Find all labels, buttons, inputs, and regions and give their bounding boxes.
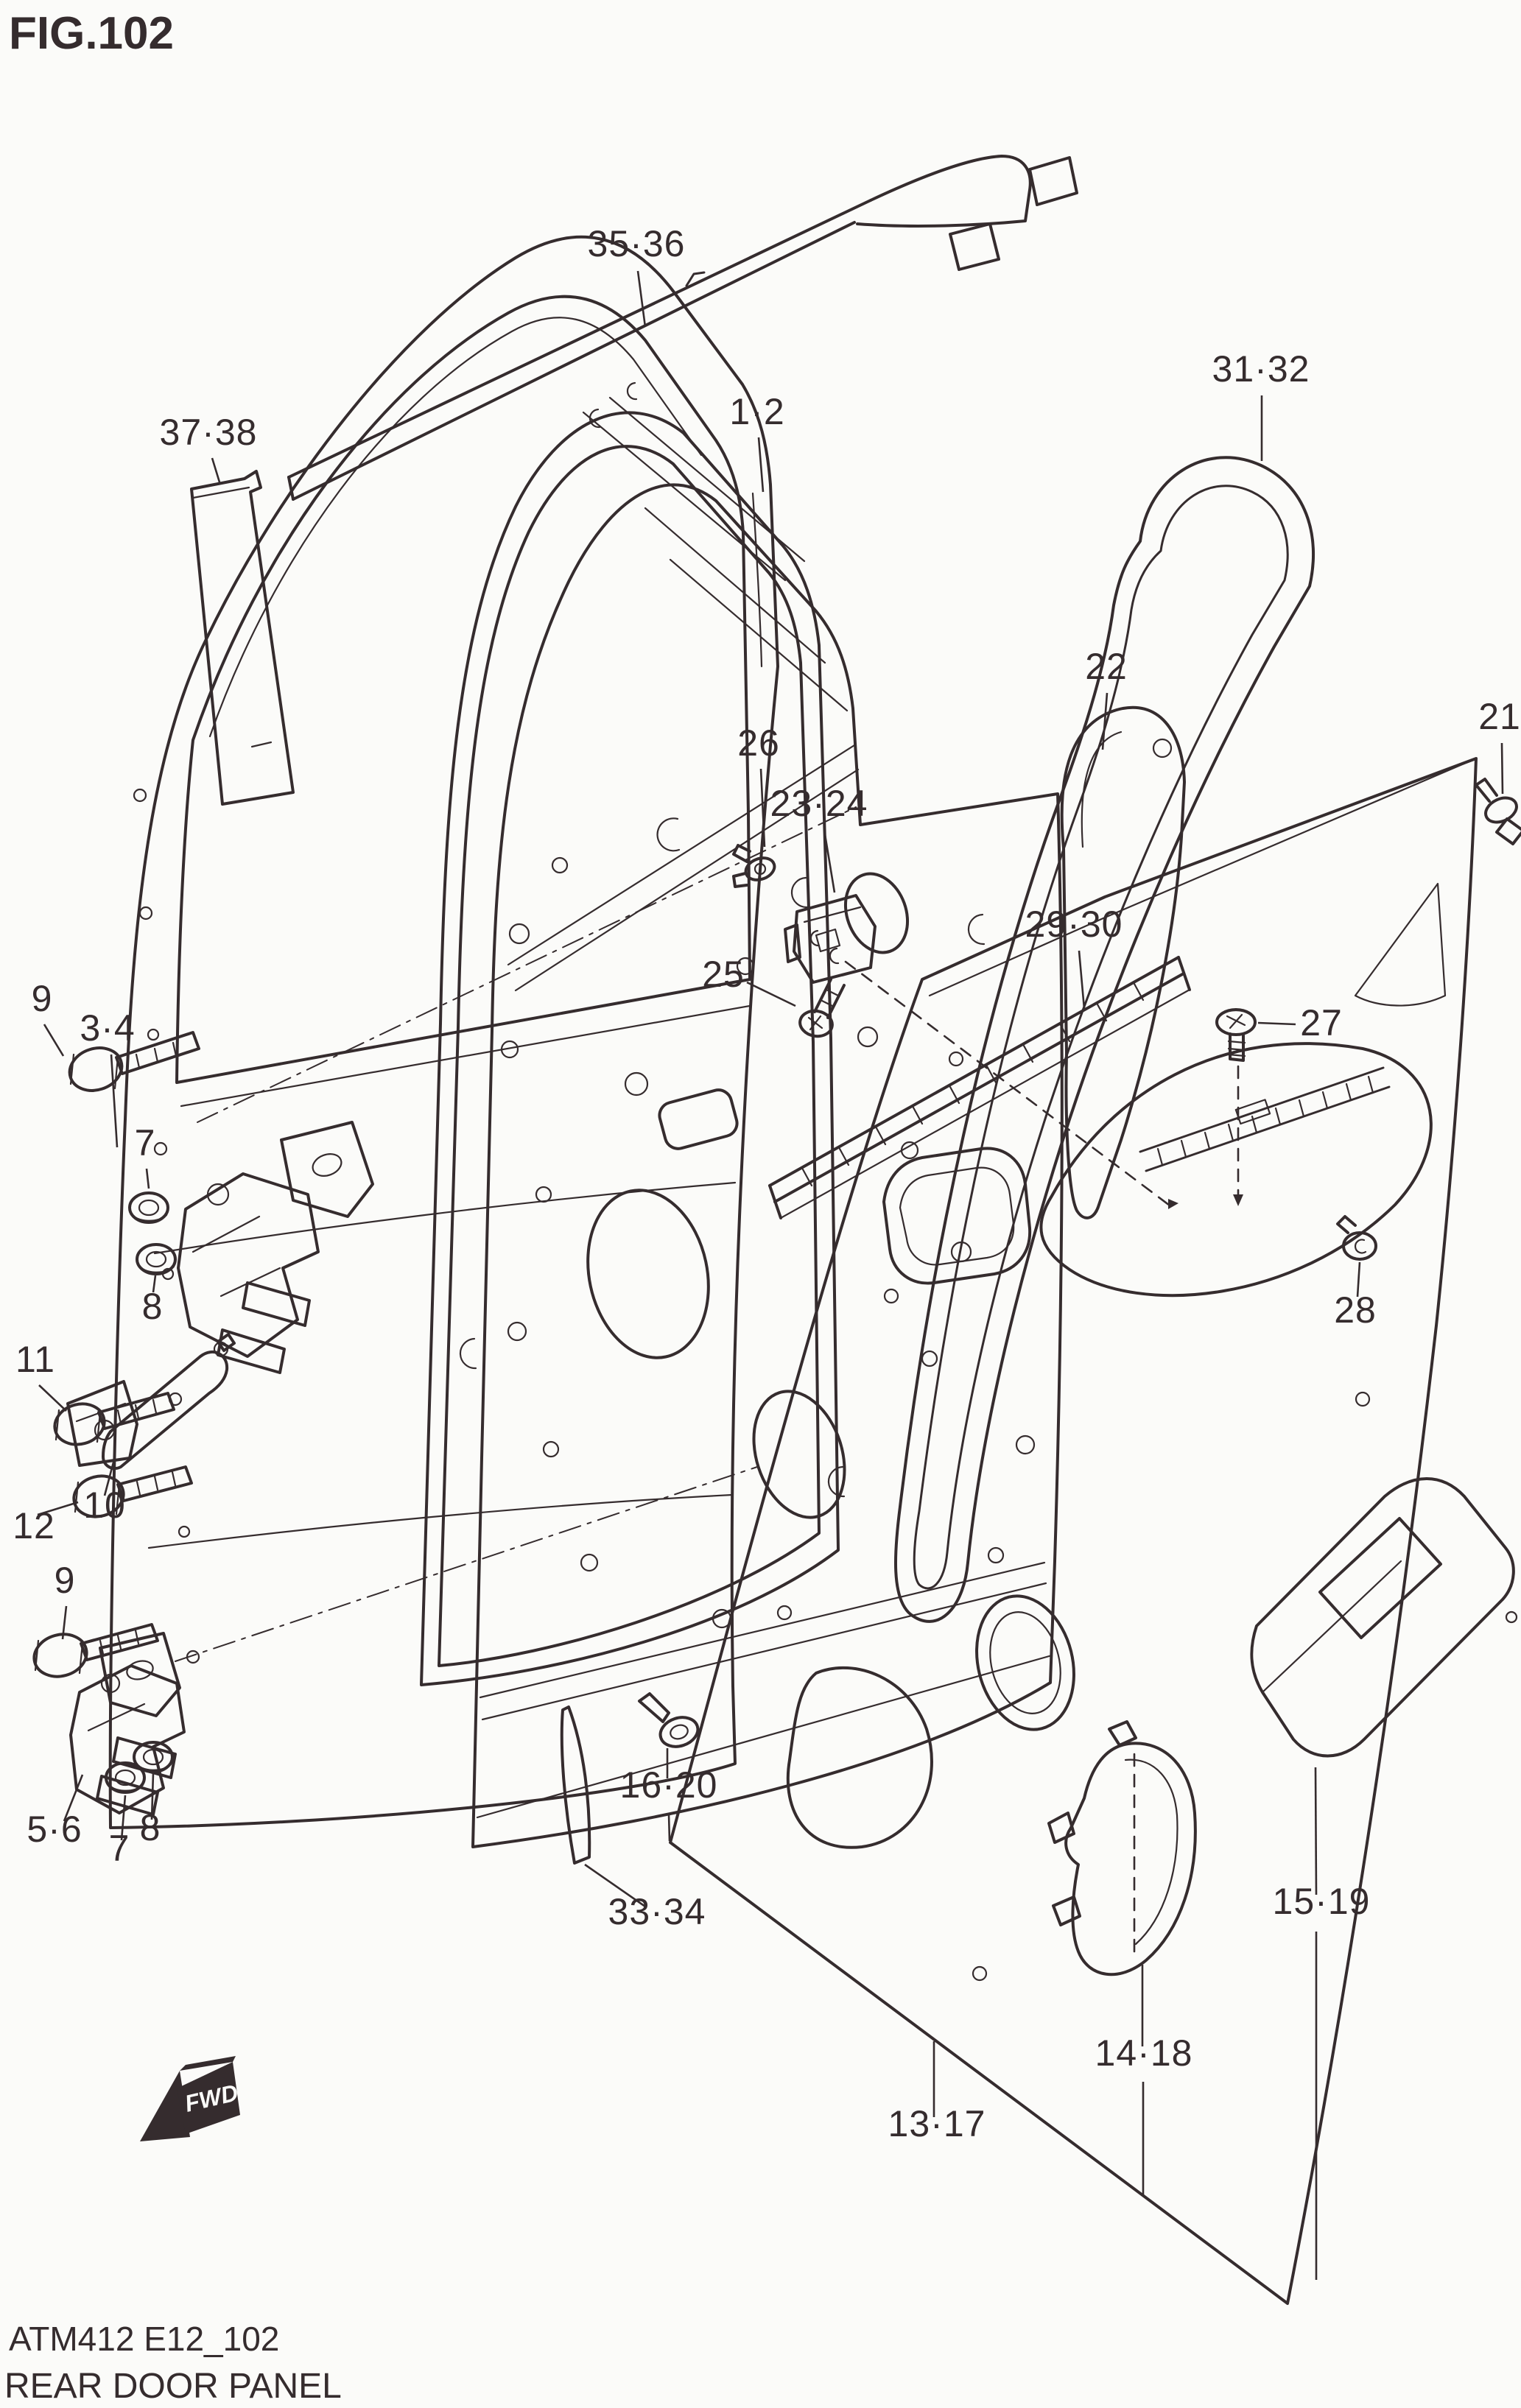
- nut-7-lower: [105, 1761, 146, 1794]
- callout-8-upper: 8: [142, 1286, 164, 1327]
- leader-33-34: [584, 1863, 646, 1908]
- sash-tape-art: [190, 470, 295, 806]
- door-outer-panel-art: [108, 235, 779, 1829]
- bolt-11: [53, 1392, 175, 1446]
- leader-9-upper: [43, 1024, 65, 1057]
- callout-35-36: 35·36: [588, 223, 686, 264]
- leader-7-upper: [145, 1168, 150, 1189]
- callout-28: 28: [1334, 1289, 1377, 1331]
- callout-27: 27: [1300, 1002, 1343, 1043]
- callout-labels: 35·36 1·2 31·32 37·38 22 21 26 23·24 29·30 25 27 28…: [13, 223, 1521, 2144]
- leader-10: [103, 1459, 116, 1496]
- callout-7-upper: 7: [135, 1122, 156, 1163]
- pull-handle-art: [1250, 1477, 1518, 1758]
- pocket-bracket-art: [1047, 1720, 1197, 1976]
- leader-25: [746, 981, 796, 1007]
- glass-run-art: [894, 456, 1315, 1623]
- leader-3-4: [110, 1054, 119, 1148]
- door-seal-art: [420, 411, 840, 1686]
- clip-16-20: [638, 1692, 700, 1748]
- leader-9-lower: [61, 1605, 68, 1640]
- leader-lines: [37, 270, 1504, 2280]
- figure-name: REAR DOOR PANEL: [4, 2367, 342, 2406]
- leader-23-24: [823, 829, 836, 893]
- leader-37-38: [211, 457, 222, 485]
- leader-8-upper: [152, 1275, 157, 1293]
- plate-code: ATM412 E12_102: [9, 2320, 279, 2358]
- leader-7-lower: [120, 1795, 127, 1841]
- nut-7-upper: [128, 1191, 169, 1224]
- clip-21: [1475, 778, 1521, 845]
- leader-21: [1500, 742, 1504, 795]
- callout-25: 25: [702, 954, 745, 995]
- callout-16-20: 16·20: [620, 1764, 718, 1806]
- callout-3-4: 3·4: [80, 1007, 135, 1049]
- rear-sash-art: [1060, 705, 1186, 1219]
- leader-22: [1101, 692, 1109, 750]
- callout-26: 26: [737, 722, 780, 764]
- callout-15-19: 15·19: [1273, 1881, 1371, 1922]
- callout-33-34: 33·34: [608, 1891, 706, 1932]
- leader-12: [37, 1501, 79, 1516]
- bracket-23-24: [784, 894, 877, 984]
- door-inner-panel-art: [459, 483, 1064, 1848]
- callout-23-24: 23·24: [770, 783, 868, 824]
- leader-29-30: [1078, 950, 1086, 1010]
- callout-9-upper: 9: [32, 978, 53, 1019]
- fwd-arrow: FWD: [140, 2056, 241, 2141]
- callout-31-32: 31·32: [1212, 348, 1310, 390]
- callout-9-lower: 9: [55, 1560, 76, 1601]
- leader-26: [759, 768, 766, 848]
- callout-11: 11: [15, 1339, 55, 1380]
- door-check-art: [66, 1333, 236, 1471]
- callout-13-17: 13·17: [888, 2103, 986, 2144]
- leader-28: [1356, 1261, 1361, 1298]
- leader-35-36: [636, 270, 647, 328]
- leader-11: [38, 1384, 67, 1412]
- callout-21: 21: [1478, 696, 1521, 737]
- callout-29-30: 29·30: [1025, 904, 1123, 945]
- callout-12: 12: [13, 1505, 55, 1546]
- leader-8-lower: [150, 1772, 155, 1820]
- figure-number: FIG.102: [9, 8, 174, 59]
- upper-hinge-art: [177, 1121, 374, 1374]
- roof-molding-art: [287, 155, 1078, 501]
- screw-25: [798, 978, 846, 1038]
- callout-5-6: 5·6: [27, 1809, 82, 1850]
- bolt-9-upper: [68, 1031, 200, 1092]
- nut-8-upper: [136, 1243, 177, 1275]
- clip-28: [1336, 1215, 1377, 1261]
- leader-1-2: [757, 437, 765, 493]
- callout-22: 22: [1085, 646, 1128, 687]
- trim-board-art: [669, 757, 1478, 2305]
- nut-8-lower: [133, 1741, 174, 1773]
- callout-8-lower: 8: [140, 1807, 161, 1848]
- callout-1-2: 1·2: [729, 391, 784, 432]
- leader-16-20-1: [667, 1813, 671, 1842]
- leader-27: [1257, 1021, 1296, 1026]
- leader-5-6: [63, 1774, 84, 1822]
- clip-26: [732, 844, 776, 888]
- callout-10: 10: [83, 1485, 126, 1526]
- sash-channel-lines: [582, 381, 849, 712]
- switch-bezel-art: [844, 960, 1391, 1209]
- leader-15-19: [1314, 1767, 1318, 1895]
- belt-weatherstrip-art: [768, 956, 1191, 1219]
- hinge-axis-lower: [175, 1466, 758, 1662]
- bolt-9-lower: [32, 1623, 159, 1678]
- corner-garnish-art: [560, 1705, 591, 1865]
- callout-37-38: 37·38: [160, 412, 258, 453]
- callout-14-18: 14·18: [1095, 2032, 1193, 2074]
- hinge-axis-upper: [197, 806, 857, 1123]
- screw-27: [1215, 1008, 1257, 1062]
- callout-7-lower: 7: [109, 1828, 130, 1869]
